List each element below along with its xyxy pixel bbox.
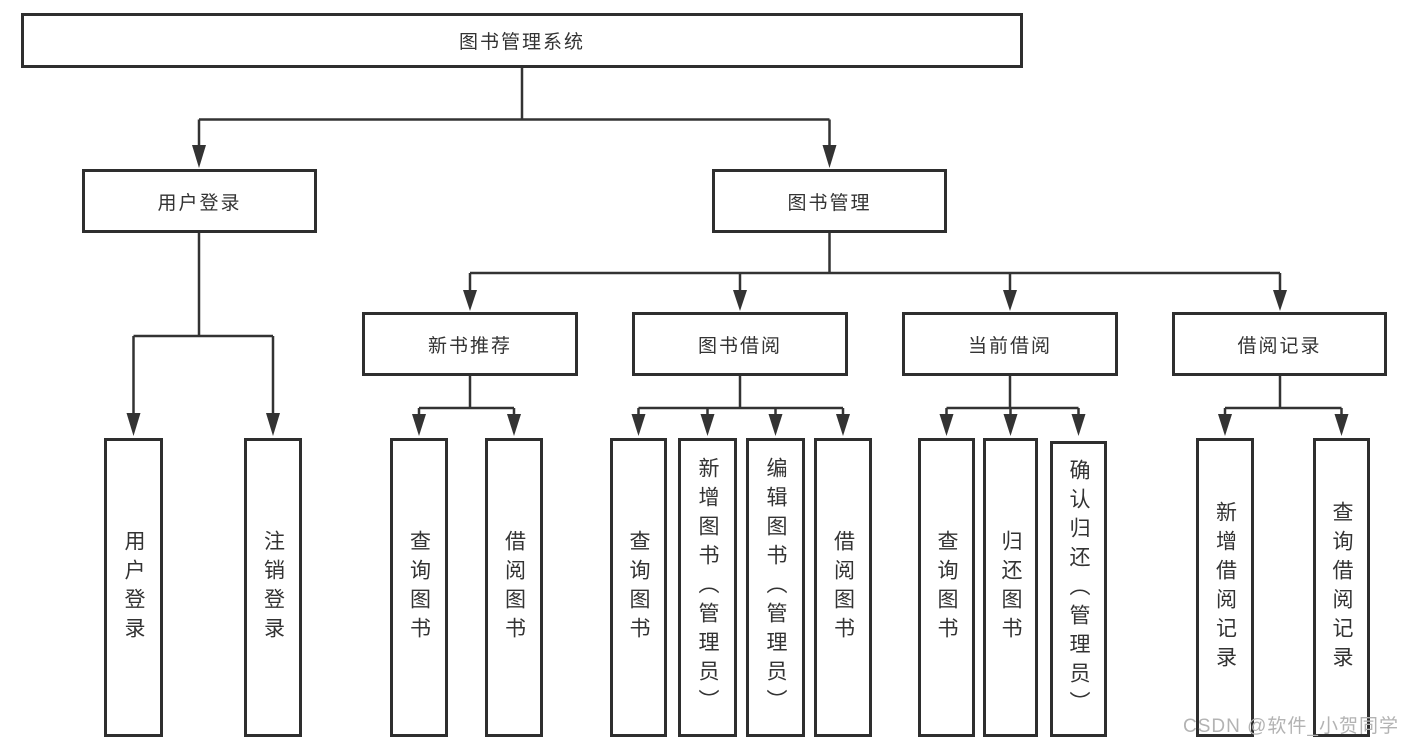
node-book-borrowing: 图书借阅	[632, 312, 848, 376]
leaf-logout-login: 注销登录	[244, 438, 302, 737]
node-label: 用户登录	[157, 192, 242, 214]
node-user-login: 用户登录	[82, 169, 317, 233]
leaf-add-books-admin: 新增图书（管理员）	[678, 438, 737, 737]
node-label: 图书借阅	[697, 335, 782, 357]
node-label: 图书管理	[787, 192, 872, 214]
leaf-confirm-return-admin: 确认归还（管理员）	[1050, 441, 1107, 737]
leaf-borrow-books-borrow: 借阅图书	[814, 438, 872, 737]
connector-bookmgmt-to-level3	[463, 233, 1287, 311]
node-label: 新增图书（管理员）	[696, 457, 719, 718]
node-current-borrowing: 当前借阅	[902, 312, 1118, 376]
node-label: 编辑图书（管理员）	[764, 457, 787, 718]
node-label: 借阅记录	[1237, 335, 1322, 357]
node-label: 归还图书	[999, 529, 1022, 646]
node-label: 查询图书	[627, 529, 650, 646]
leaf-borrow-books-recommend: 借阅图书	[485, 438, 543, 737]
node-label: 新增借阅记录	[1213, 500, 1237, 675]
node-label: 图书管理系统	[458, 32, 585, 53]
leaf-query-borrow-record: 查询借阅记录	[1313, 438, 1370, 737]
watermark: CSDN @软件_小贺同学	[1183, 716, 1399, 737]
leaf-query-books-recommend: 查询图书	[390, 438, 448, 737]
leaf-return-books: 归还图书	[983, 438, 1038, 737]
node-label: 查询图书	[407, 529, 431, 646]
node-library-system: 图书管理系统	[21, 13, 1023, 68]
leaf-user-login: 用户登录	[104, 438, 163, 737]
connector-borrow-to-children	[631, 376, 850, 436]
node-label: 借阅图书	[831, 529, 855, 646]
leaf-edit-books-admin: 编辑图书（管理员）	[746, 438, 805, 737]
node-label: 查询借阅记录	[1330, 500, 1353, 675]
node-new-book-recommendation: 新书推荐	[362, 312, 578, 376]
connector-userlogin-to-children	[126, 233, 280, 436]
node-label: 新书推荐	[427, 335, 512, 357]
connector-root-to-level2	[192, 68, 837, 168]
node-label: 当前借阅	[967, 335, 1052, 357]
node-label: 用户登录	[122, 529, 145, 646]
node-label: 借阅图书	[502, 529, 526, 646]
connector-records-to-children	[1218, 376, 1349, 436]
node-borrowing-records: 借阅记录	[1172, 312, 1387, 376]
node-label: 查询图书	[935, 529, 958, 646]
node-label: 确认归还（管理员）	[1067, 458, 1090, 720]
leaf-query-books-borrow: 查询图书	[610, 438, 667, 737]
connector-newbook-to-children	[412, 376, 521, 436]
leaf-add-borrow-record: 新增借阅记录	[1196, 438, 1254, 737]
node-book-management: 图书管理	[712, 169, 947, 233]
connector-current-to-children	[939, 376, 1086, 436]
node-label: 注销登录	[261, 529, 285, 646]
leaf-query-books-current: 查询图书	[918, 438, 975, 737]
